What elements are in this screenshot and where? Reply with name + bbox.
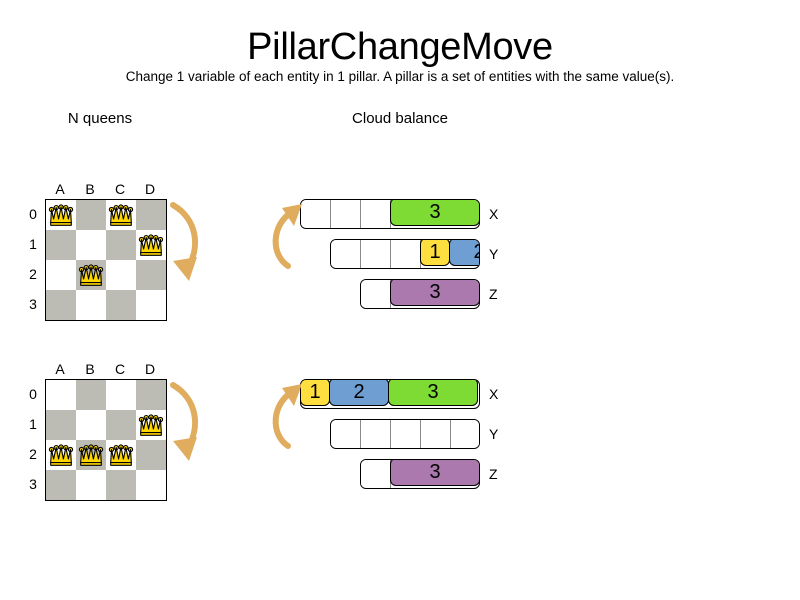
board-cell-c1-after[interactable] (106, 410, 136, 440)
cloud-empty-slot-2-x-before (331, 200, 361, 228)
cloud-bar-y-before[interactable]: 12 (330, 239, 480, 269)
board-row-label-0-before: 0 (29, 206, 37, 222)
board-cell-c3-before[interactable] (106, 290, 136, 320)
cloud-segment-value: 2 (353, 381, 365, 404)
cloud-bar-label-y-before: Y (489, 246, 499, 262)
board-cell-a0-after[interactable] (46, 380, 76, 410)
board-cell-d0-before[interactable] (136, 200, 166, 230)
cloud-empty-slot-5-y-after (451, 420, 479, 448)
cloud-bar-label-x-after: X (489, 386, 499, 402)
cloud-segment-1-y-before[interactable]: 1 (420, 240, 450, 267)
section-heading-nqueens: N queens (67, 110, 133, 127)
board-cell-a3-after[interactable] (46, 470, 76, 500)
board-cell-d2-before[interactable] (136, 260, 166, 290)
cloud-empty-slot-4-y-after (421, 420, 451, 448)
queen-icon-d1-after[interactable] (136, 410, 166, 440)
board-cell-a2-before[interactable] (46, 260, 76, 290)
cloud-move-arrow-bottom (268, 376, 310, 456)
cloud-empty-slot-2-y-before (361, 240, 391, 268)
queen-icon-a0-before[interactable] (46, 200, 76, 230)
cloud-segment-3-z-after[interactable]: 3 (390, 460, 479, 487)
board-column-label-a-after: A (55, 361, 65, 377)
cloud-segment-value: 3 (429, 281, 441, 304)
board-row-label-2-after: 2 (29, 446, 37, 462)
board-cell-b0-after[interactable] (76, 380, 106, 410)
board-cell-d3-after[interactable] (136, 470, 166, 500)
board-column-label-c-after: C (114, 361, 126, 377)
board-cell-c0-after[interactable] (106, 380, 136, 410)
board-cell-d2-after[interactable] (136, 440, 166, 470)
board-cell-b1-before[interactable] (76, 230, 106, 260)
board-cell-b3-after[interactable] (76, 470, 106, 500)
cloud-segment-2-x-after[interactable]: 2 (329, 380, 389, 407)
cloud-empty-slot-3-x-before (361, 200, 391, 228)
cloud-empty-slot-1-x-before (301, 200, 331, 228)
nqueens-move-arrow-top (163, 197, 209, 287)
queen-icon-d1-before[interactable] (136, 230, 166, 260)
queen-icon-b2-before[interactable] (76, 260, 106, 290)
board-cell-c3-after[interactable] (106, 470, 136, 500)
board-cell-b3-before[interactable] (76, 290, 106, 320)
board-column-label-d-before: D (144, 181, 156, 197)
board-cell-a3-before[interactable] (46, 290, 76, 320)
board-row-label-1-before: 1 (29, 236, 37, 252)
cloud-segment-value: 2 (473, 242, 479, 262)
board-cell-c2-before[interactable] (106, 260, 136, 290)
queen-icon-b2-after[interactable] (76, 440, 106, 470)
board-row-label-3-after: 3 (29, 476, 37, 492)
cloud-segment-value: 3 (427, 381, 439, 404)
nqueens-move-arrow-bottom (163, 377, 209, 467)
cloud-empty-slot-1-z-before (361, 280, 391, 308)
board-column-label-a-before: A (55, 181, 65, 197)
cloud-empty-slot-1-y-before (331, 240, 361, 268)
board-column-label-b-after: B (85, 361, 95, 377)
cloud-segment-value: 1 (429, 241, 441, 264)
cloud-segment-3-x-before[interactable]: 3 (390, 200, 479, 227)
chessboard-before (45, 199, 167, 321)
cloud-bar-x-after[interactable]: 1 2 3 (300, 379, 480, 409)
board-row-label-2-before: 2 (29, 266, 37, 282)
queen-icon-c2-after[interactable] (106, 440, 136, 470)
cloud-segment-value: 3 (429, 201, 441, 224)
board-row-label-1-after: 1 (29, 416, 37, 432)
cloud-segment-value: 1 (309, 381, 321, 404)
cloud-bar-label-y-after: Y (489, 426, 499, 442)
cloud-move-arrow-top (268, 196, 310, 276)
cloud-bar-label-z-after: Z (489, 466, 498, 482)
chessboard-after (45, 379, 167, 501)
board-cell-a1-after[interactable] (46, 410, 76, 440)
board-cell-b1-after[interactable] (76, 410, 106, 440)
cloud-segment-1-x-after[interactable]: 1 (301, 380, 330, 407)
cloud-segment-3-x-after[interactable]: 3 (388, 380, 478, 407)
cloud-bar-label-x-before: X (489, 206, 499, 222)
cloud-bar-y-after[interactable] (330, 419, 480, 449)
page-subtitle: Change 1 variable of each entity in 1 pi… (125, 69, 675, 84)
cloud-empty-slot-1-z-after (361, 460, 391, 488)
cloud-segment-3-z-before[interactable]: 3 (390, 280, 479, 307)
board-column-label-d-after: D (144, 361, 156, 377)
queen-icon-a2-after[interactable] (46, 440, 76, 470)
cloud-bar-z-before[interactable]: 3 (360, 279, 480, 309)
queen-icon-c0-before[interactable] (106, 200, 136, 230)
cloud-bar-x-before[interactable]: 3 (300, 199, 480, 229)
board-column-label-b-before: B (85, 181, 95, 197)
cloud-empty-slot-2-y-after (361, 420, 391, 448)
cloud-bar-label-z-before: Z (489, 286, 498, 302)
section-heading-cloud: Cloud balance (352, 110, 448, 127)
board-cell-d0-after[interactable] (136, 380, 166, 410)
board-row-label-3-before: 3 (29, 296, 37, 312)
board-row-label-0-after: 0 (29, 386, 37, 402)
cloud-bar-z-after[interactable]: 3 (360, 459, 480, 489)
board-cell-d3-before[interactable] (136, 290, 166, 320)
cloud-empty-slot-3-y-before (391, 240, 421, 268)
cloud-empty-slot-3-y-after (391, 420, 421, 448)
board-cell-c1-before[interactable] (106, 230, 136, 260)
board-column-label-c-before: C (114, 181, 126, 197)
page-title: PillarChangeMove (247, 26, 553, 68)
cloud-segment-2-y-before[interactable]: 2 (449, 240, 479, 267)
cloud-empty-slot-1-y-after (331, 420, 361, 448)
board-cell-b0-before[interactable] (76, 200, 106, 230)
cloud-segment-value: 3 (429, 461, 441, 484)
board-cell-a1-before[interactable] (46, 230, 76, 260)
